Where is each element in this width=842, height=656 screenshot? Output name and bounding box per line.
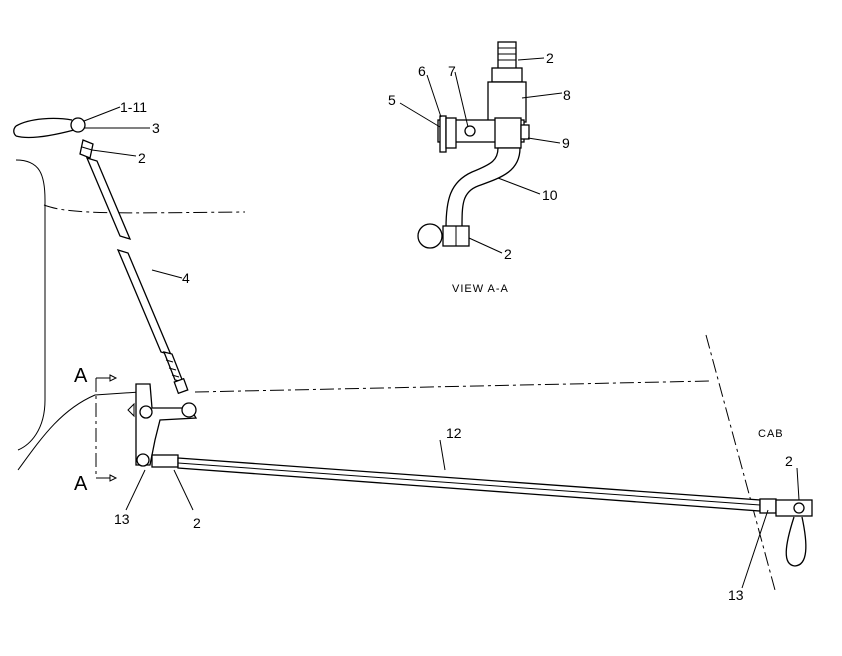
callout-13-right: 13: [728, 587, 744, 603]
callout-4: 4: [182, 270, 190, 286]
view-label: VIEW A-A: [452, 283, 509, 295]
ball-joint-top: [70, 117, 86, 133]
callout-1-11: 1-11: [120, 99, 147, 115]
upper-control-rod: [13, 117, 189, 395]
callout-13-left: 13: [114, 511, 130, 527]
callout-7: 7: [448, 63, 456, 79]
callout-2-view-bottom: 2: [504, 246, 512, 262]
set-screw: [464, 125, 476, 137]
long-control-rod: [177, 457, 813, 567]
callout-2-left: 2: [193, 515, 201, 531]
callout-6: 6: [418, 63, 426, 79]
callout-3: 3: [152, 120, 160, 136]
section-mark-bottom: A: [74, 473, 88, 495]
callout-2-upper: 2: [138, 150, 146, 166]
leader-lines: [83, 57, 800, 589]
callout-12: 12: [446, 425, 462, 441]
callout-labels: 1-11 3 2 4 2 5 6 7 8 9 10 2 VIEW A-A 12 …: [114, 50, 793, 603]
callout-2-stud: 2: [546, 50, 554, 66]
section-markers: A A: [74, 365, 118, 495]
section-mark-top: A: [74, 365, 88, 387]
callout-9: 9: [562, 135, 570, 151]
callout-8: 8: [563, 87, 571, 103]
callout-10: 10: [542, 187, 558, 203]
cab-label: CAB: [758, 428, 784, 440]
view-a-a-detail: [417, 41, 530, 249]
cab-outline: [15, 159, 776, 591]
bellcrank-linkage: [127, 383, 198, 468]
callout-2-right: 2: [785, 453, 793, 469]
callout-5: 5: [388, 92, 396, 108]
